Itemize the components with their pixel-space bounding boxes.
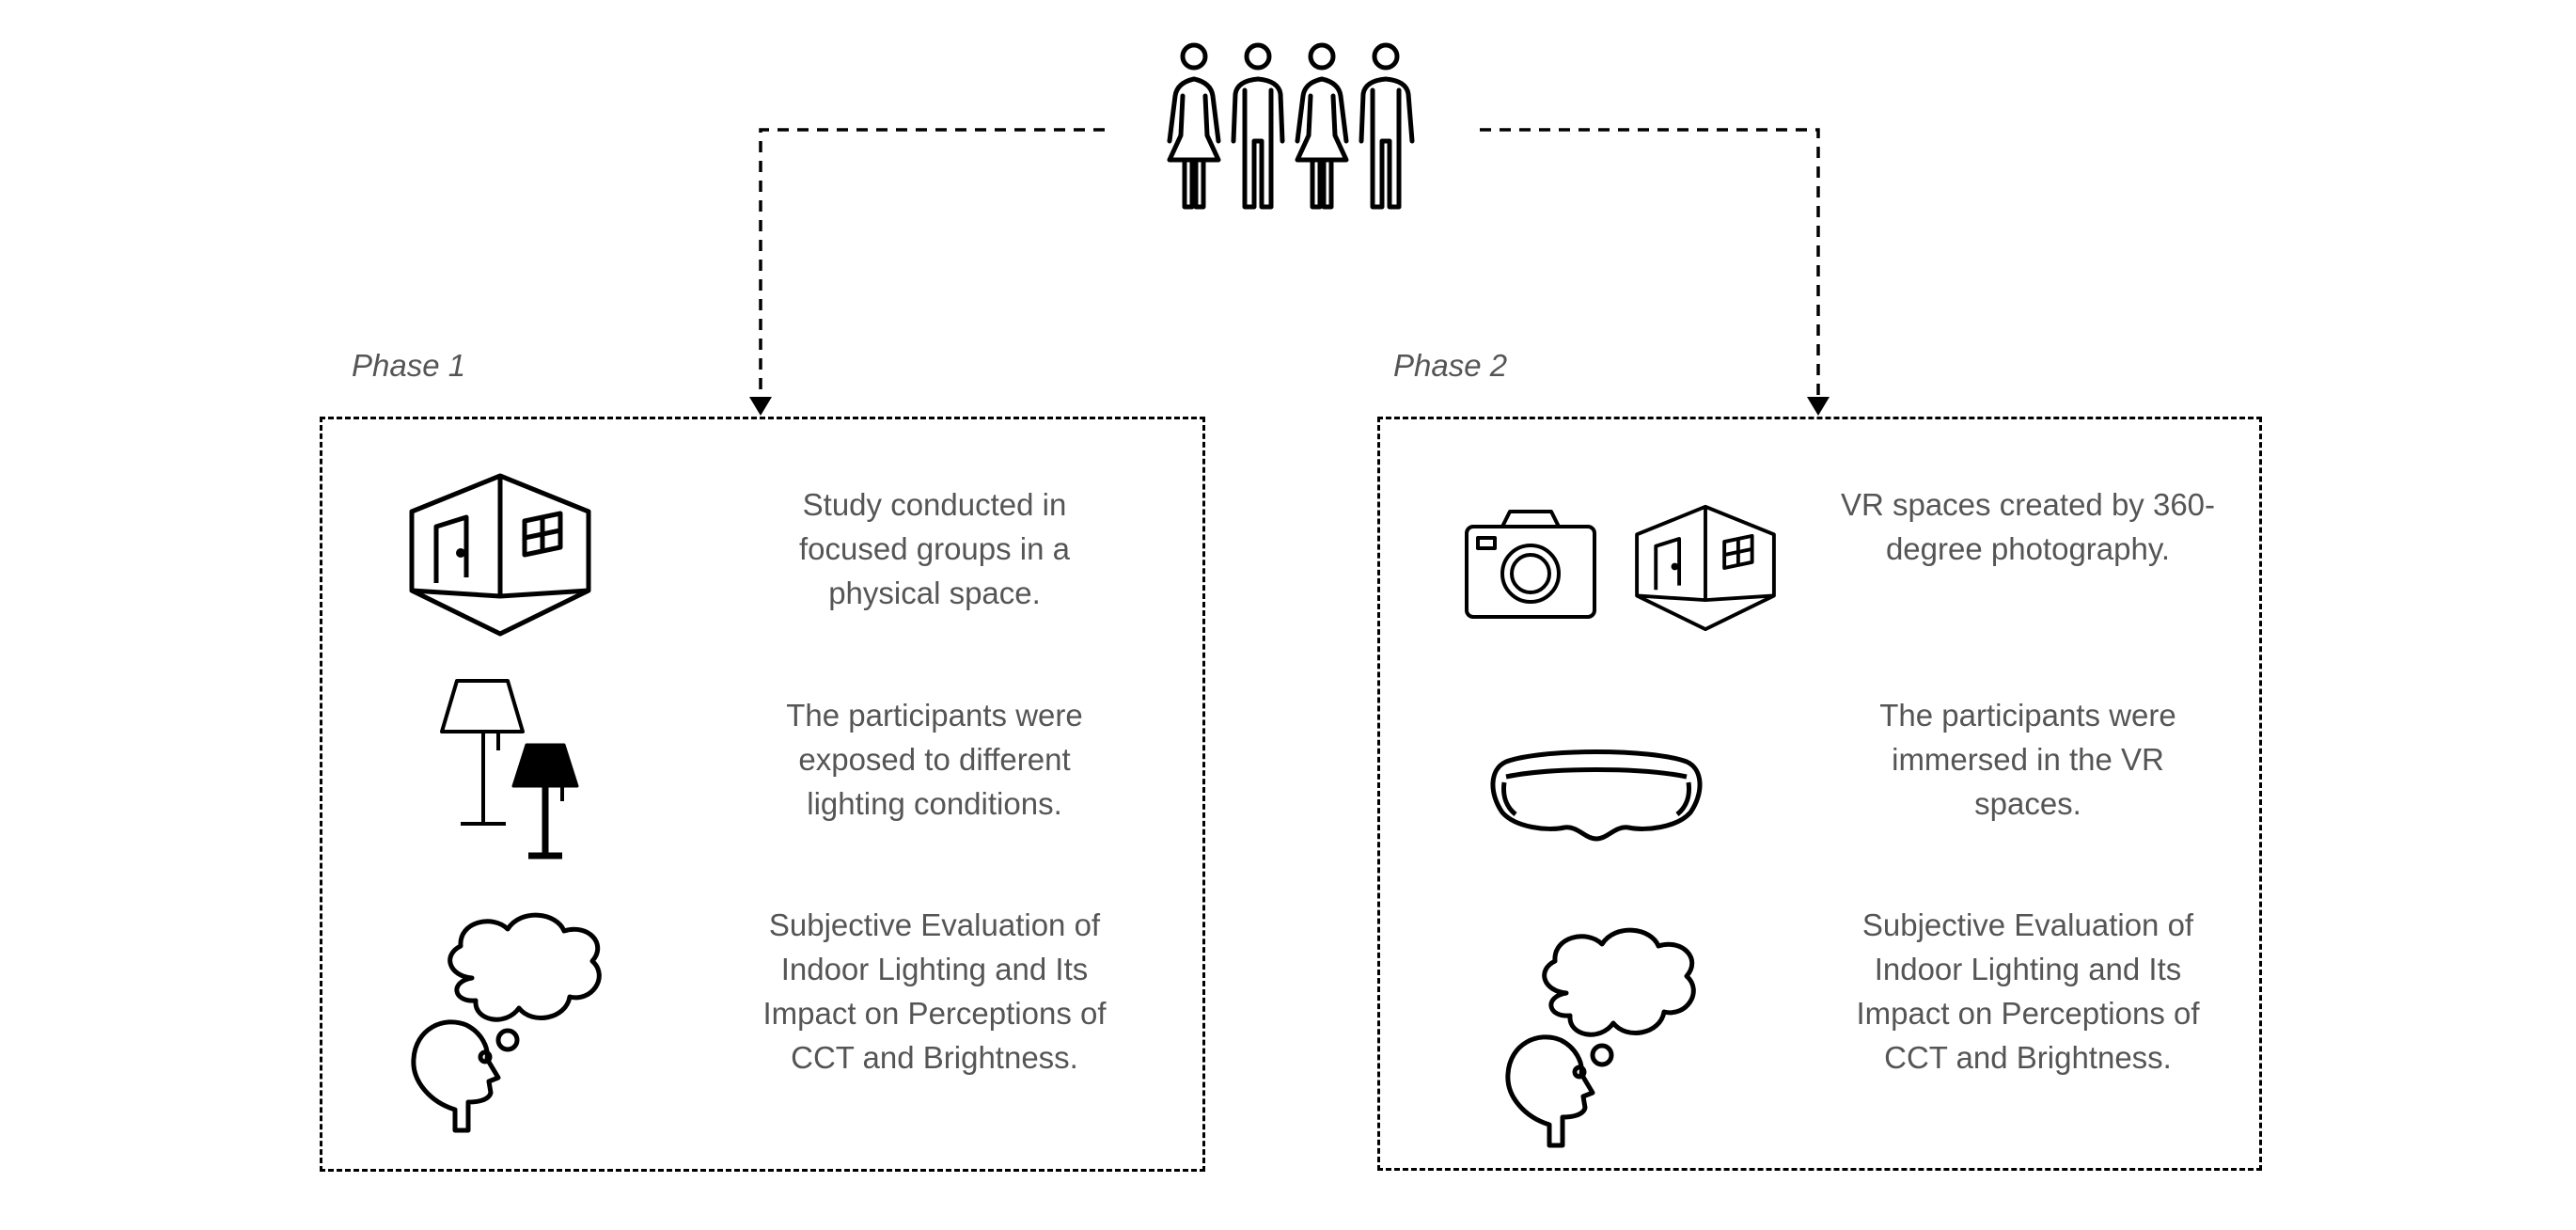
connector-phase-1	[759, 128, 1105, 397]
room-icon	[408, 472, 592, 638]
arrowhead-phase-2	[1807, 397, 1830, 416]
phase-1-step-3-text: Subjective Evaluation of Indoor Lighting…	[762, 907, 1107, 1075]
vr-goggles-icon	[1485, 745, 1707, 844]
floor-lamp-filled-icon	[510, 741, 581, 861]
arrowhead-phase-1	[749, 397, 772, 416]
phase-2-step-1-text: VR spaces created by 360-degree photogra…	[1840, 487, 2216, 566]
phase-2-label: Phase 2	[1393, 348, 1508, 383]
phase-1-step-1-text: Study conducted in focused groups in a p…	[798, 487, 1071, 610]
thinking-head-icon	[406, 908, 628, 1138]
participants-group-icon	[1156, 38, 1429, 216]
connector-phase-2	[1480, 128, 1820, 397]
phase-1-step-2-text: The participants were exposed to differe…	[786, 698, 1083, 821]
room-icon	[1634, 502, 1777, 634]
floor-lamp-outline-icon	[438, 675, 528, 829]
phase-2-box	[1377, 417, 2262, 1171]
camera-icon	[1463, 508, 1598, 621]
phase-1-box	[320, 417, 1205, 1172]
phase-2-step-2-text: The participants were immersed in the VR…	[1879, 698, 2176, 821]
phase-1-label: Phase 1	[352, 348, 466, 383]
phase-2-step-3-text: Subjective Evaluation of Indoor Lighting…	[1856, 907, 2200, 1075]
thinking-head-icon	[1500, 923, 1722, 1153]
